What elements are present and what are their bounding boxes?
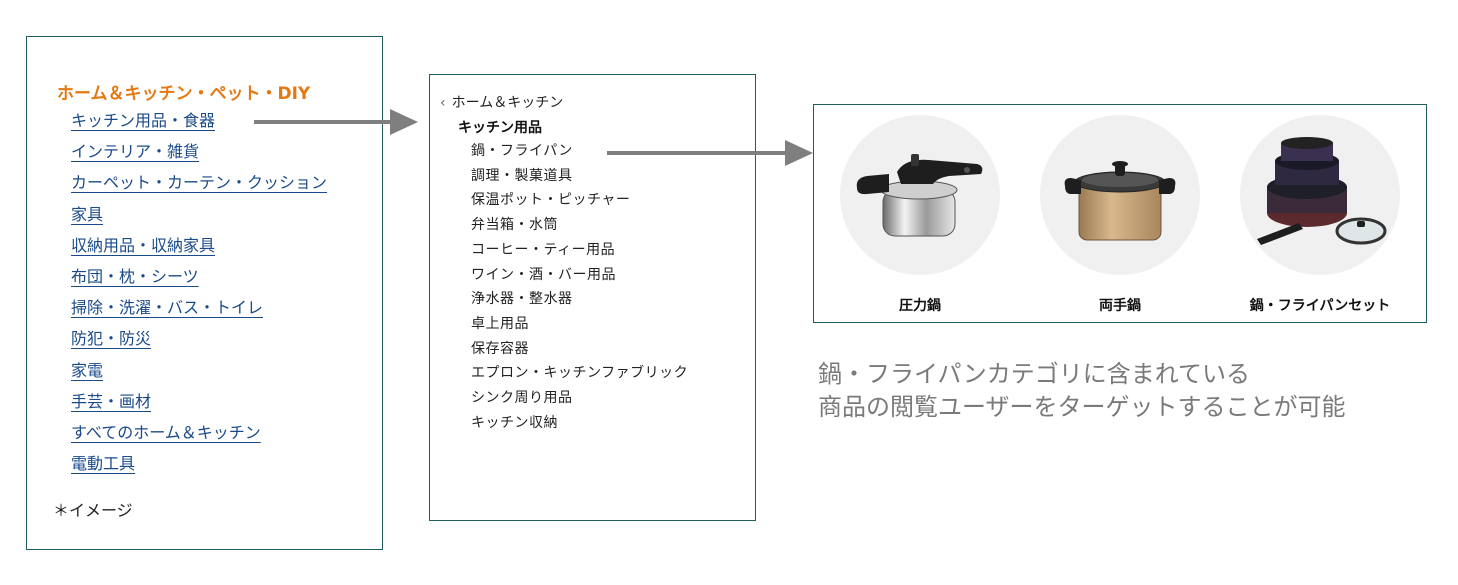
product-image [1040, 115, 1200, 275]
pan-set-icon [1257, 137, 1387, 245]
back-link[interactable]: ‹ ホーム＆キッチン [440, 92, 563, 112]
pressure-cooker-icon [856, 154, 983, 237]
category-item[interactable]: キッチン用品・食器 [71, 111, 216, 130]
category-item[interactable]: カーペット・カーテン・クッション [71, 173, 328, 193]
product-label: 圧力鍋 [899, 298, 941, 314]
subcategory-item[interactable]: エプロン・キッチンファブリック [471, 365, 689, 382]
category-item[interactable]: 掃除・洗濯・バス・トイレ [71, 298, 264, 318]
category-item[interactable]: 家具 [71, 204, 104, 224]
subcategory-item[interactable]: 保存容器 [471, 340, 529, 357]
subcategory-list: 鍋・フライパン 調理・製菓道具 保温ポット・ピッチャー 弁当箱・水筒 コーヒー・… [471, 139, 701, 435]
chevron-left-icon: ‹ [440, 95, 446, 111]
product-image [840, 115, 1000, 275]
back-link-label: ホーム＆キッチン [451, 95, 564, 111]
product-panel: 圧力鍋 [813, 104, 1427, 323]
category-item[interactable]: 収納用品・収納家具 [71, 235, 216, 255]
category-item[interactable]: 手芸・画材 [71, 391, 152, 411]
arrow-right-icon [607, 140, 813, 166]
subcategory-item[interactable]: 弁当箱・水筒 [471, 217, 558, 234]
arrow-right-icon [254, 109, 418, 135]
subcategory-item[interactable]: 浄水器・整水器 [471, 291, 573, 308]
category-item[interactable]: 電動工具 [71, 454, 136, 474]
subcategory-item[interactable]: 卓上用品 [471, 315, 529, 332]
two-handled-pot-icon [1064, 161, 1176, 241]
category-panel: ホーム＆キッチン・ペット・DIY キッチン用品・食器 インテリア・雑貨 カーペッ… [26, 36, 383, 550]
subcategory-heading: キッチン用品 [458, 120, 542, 136]
subcategory-panel: ‹ ホーム＆キッチン キッチン用品 鍋・フライパン 調理・製菓道具 保温ポット・ピ… [429, 74, 756, 521]
product-card[interactable]: 鍋・フライパンセット [1235, 115, 1405, 315]
category-item[interactable]: 家電 [71, 360, 104, 380]
category-item[interactable]: すべてのホーム＆キッチン [71, 422, 261, 442]
subcategory-item[interactable]: コーヒー・ティー用品 [471, 241, 616, 258]
category-item[interactable]: 防犯・防災 [71, 329, 152, 349]
subcategory-item[interactable]: 保温ポット・ピッチャー [471, 192, 631, 209]
product-image [1240, 115, 1400, 275]
category-list: キッチン用品・食器 インテリア・雑貨 カーペット・カーテン・クッション 家具 収… [71, 109, 327, 483]
caption-line: 鍋・フライパンカテゴリに含まれている [818, 360, 1250, 388]
category-item[interactable]: インテリア・雑貨 [71, 142, 200, 162]
image-note: ＊イメージ [53, 501, 133, 520]
subcategory-item[interactable]: シンク周り用品 [471, 390, 573, 407]
subcategory-item[interactable]: 調理・製菓道具 [471, 167, 573, 184]
caption-line: 商品の閲覧ユーザーをターゲットすることが可能 [818, 393, 1346, 421]
subcategory-item[interactable]: ワイン・酒・バー用品 [471, 266, 616, 283]
caption: 鍋・フライパンカテゴリに含まれている 商品の閲覧ユーザーをターゲットすることが可… [818, 358, 1346, 424]
category-title: ホーム＆キッチン・ペット・DIY [57, 84, 311, 104]
product-card[interactable]: 両手鍋 [1035, 115, 1205, 315]
category-item[interactable]: 布団・枕・シーツ [71, 266, 199, 286]
product-label: 鍋・フライパンセット [1249, 298, 1391, 314]
product-card[interactable]: 圧力鍋 [835, 115, 1005, 315]
subcategory-item[interactable]: キッチン収納 [471, 414, 558, 431]
subcategory-item[interactable]: 鍋・フライパン [471, 143, 573, 159]
product-label: 両手鍋 [1099, 298, 1141, 314]
